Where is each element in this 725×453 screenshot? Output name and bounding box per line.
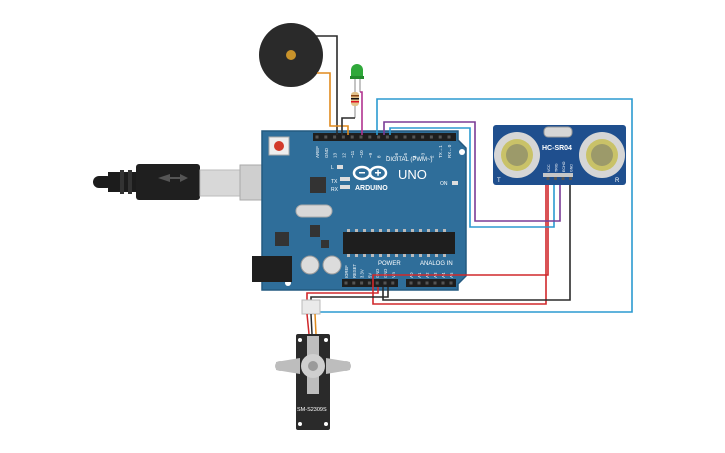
digital-pin-label: 8	[377, 155, 382, 158]
digital-pin-hole[interactable]	[333, 135, 337, 139]
power-pin-hole[interactable]	[375, 281, 379, 285]
power-pin-hole[interactable]	[383, 281, 387, 285]
sensor-pin-header	[543, 173, 573, 177]
wire-buzzer-black	[311, 35, 338, 135]
power-pin-label: 3.3V	[360, 269, 365, 278]
sensor-pin-hole[interactable]	[554, 177, 557, 180]
digital-pin-label: ~11	[350, 150, 355, 158]
power-pin-hole[interactable]	[391, 281, 395, 285]
power-pin-label: RESET	[352, 264, 357, 278]
servo-horn	[275, 336, 351, 394]
digital-pin-label: GND	[324, 147, 329, 158]
digital-header	[313, 133, 456, 141]
power-pin-hole[interactable]	[367, 281, 371, 285]
power-pin-label: 5V	[367, 273, 372, 278]
digital-pin-hole[interactable]	[377, 135, 381, 139]
digital-pin-label: 12	[341, 152, 346, 158]
digital-pin-hole[interactable]	[429, 135, 433, 139]
digital-pin-hole[interactable]	[315, 135, 319, 139]
sensor-pin-hole[interactable]	[561, 177, 565, 180]
analog-pin-hole[interactable]	[441, 281, 445, 285]
piezo-buzzer[interactable]	[259, 23, 323, 87]
power-pin-hole[interactable]	[360, 281, 364, 285]
analog-pin-hole[interactable]	[449, 281, 453, 285]
analog-pin-hole[interactable]	[425, 281, 429, 285]
arduino-board: ARDUINO UNO DIGITAL (PWM~) ON L TX RX PO…	[252, 130, 467, 291]
sensor-t-mark: T	[497, 178, 501, 184]
digital-pin-label: 4	[412, 155, 417, 158]
on-label: ON	[440, 181, 448, 187]
arduino-logo-icon	[352, 165, 388, 181]
wire-sensor-vcc-red	[372, 176, 549, 305]
digital-pin-hole[interactable]	[385, 135, 389, 139]
tx-label: TX	[331, 179, 338, 185]
power-pin-label: IOREF	[344, 265, 349, 278]
digital-pin-hole[interactable]	[412, 135, 416, 139]
digital-pin-hole[interactable]	[368, 135, 372, 139]
digital-pin-label: ~3	[421, 152, 426, 158]
model-label: UNO	[398, 167, 427, 182]
sensor-r-mark: R	[615, 178, 620, 184]
digital-pin-label: AREF	[315, 146, 320, 158]
digital-pin-hole[interactable]	[341, 135, 345, 139]
digital-pin-label: 13	[333, 152, 338, 158]
sensor-pin-hole[interactable]	[569, 177, 572, 180]
servo-motor[interactable]: SM-S2309S	[275, 299, 351, 430]
resistor[interactable]	[351, 88, 359, 118]
wire-sensor-trig-blue	[389, 127, 555, 228]
digital-pin-hole[interactable]	[403, 135, 407, 139]
wire-led-magenta	[360, 91, 363, 135]
digital-pin-hole[interactable]	[324, 135, 328, 139]
sensor-pin-label: ECHO	[562, 161, 566, 172]
power-pin-label: GND	[383, 269, 388, 278]
sensor-pin-label: VCC	[547, 164, 551, 172]
digital-pin-label: 7	[385, 155, 390, 158]
servo-model-label: SM-S2309S	[297, 407, 327, 413]
digital-header-label: DIGITAL (PWM~)	[386, 157, 433, 163]
digital-pin-label: TX→1	[438, 145, 443, 158]
power-pin-hole[interactable]	[344, 281, 348, 285]
analog-label: ANALOG IN	[420, 261, 453, 267]
digital-pin-label: 2	[429, 155, 434, 158]
sensor-model-label: HC-SR04	[542, 145, 572, 152]
digital-pin-label: ~6	[394, 152, 399, 158]
wire-sensor-gnd-black	[382, 176, 571, 301]
digital-pin-hole[interactable]	[438, 135, 442, 139]
digital-pin-hole[interactable]	[447, 135, 451, 139]
sensor-pin-label: TRIG	[555, 163, 559, 172]
digital-pin-label: RX←0	[447, 144, 452, 158]
digital-pin-hole[interactable]	[350, 135, 354, 139]
usb-cable	[93, 164, 241, 200]
wire-sensor-echo-purple	[383, 121, 561, 222]
power-label: POWER	[378, 261, 401, 267]
wire-resistor-black	[341, 117, 355, 135]
analog-header	[406, 279, 456, 287]
l-label: L	[331, 165, 334, 171]
servo-connector	[301, 299, 321, 315]
rx-label: RX	[331, 187, 339, 193]
digital-pin-hole[interactable]	[394, 135, 398, 139]
digital-pin-hole[interactable]	[421, 135, 425, 139]
analog-pin-hole[interactable]	[417, 281, 421, 285]
digital-pin-label: ~10	[359, 150, 364, 158]
analog-pin-hole[interactable]	[433, 281, 437, 285]
digital-pin-hole[interactable]	[359, 135, 363, 139]
brand-label: ARDUINO	[355, 185, 388, 192]
digital-pin-label: ~9	[368, 152, 373, 158]
sensor-pin-hole[interactable]	[546, 177, 550, 180]
power-pin-label: GND	[375, 269, 380, 278]
analog-pin-hole[interactable]	[409, 281, 413, 285]
sensor-pin-label: GND	[570, 164, 574, 172]
green-led[interactable]	[350, 64, 364, 92]
wire-buzzer-orange	[317, 72, 349, 135]
power-pin-hole[interactable]	[352, 281, 356, 285]
digital-pin-label: ~5	[403, 152, 408, 158]
